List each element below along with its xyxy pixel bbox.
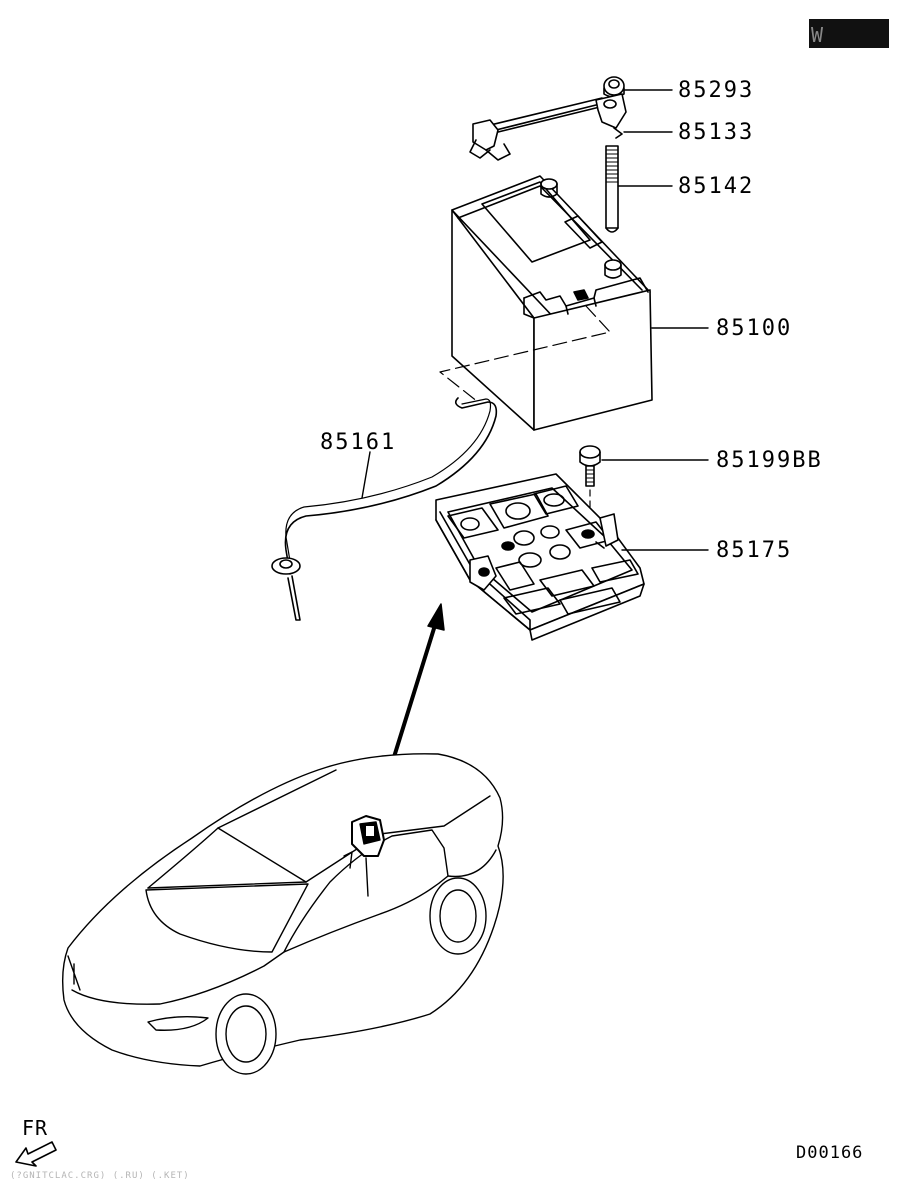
diagram-id: D00166 [796, 1143, 864, 1163]
front-direction-arrow [15, 1141, 57, 1167]
vent-tube-85161 [271, 397, 498, 621]
part-label-85161: 85161 [320, 430, 397, 455]
part-label-85199bb: 85199BB [716, 448, 823, 473]
part-label-85100: 85100 [716, 316, 793, 341]
part-label-85175: 85175 [716, 538, 793, 563]
nut-85293 [603, 76, 625, 98]
j-bolt-85142 [605, 145, 619, 233]
leader-85161 [361, 451, 371, 499]
hold-down-bracket-85133 [469, 93, 627, 161]
battery-85100 [439, 175, 653, 431]
part-label-85142: 85142 [678, 174, 755, 199]
section-tab: W [809, 19, 889, 48]
leader-lines [361, 89, 709, 551]
front-direction-label: FR [22, 1116, 49, 1140]
car-outline [61, 753, 504, 1075]
section-tab-letter: W [811, 23, 824, 47]
footer-text: (?GNITCLAC.CRG) (.RU) (.KET) [10, 1171, 190, 1181]
part-label-85293: 85293 [678, 78, 755, 103]
battery-tray-85175 [435, 473, 645, 641]
part-label-85133: 85133 [678, 120, 755, 145]
